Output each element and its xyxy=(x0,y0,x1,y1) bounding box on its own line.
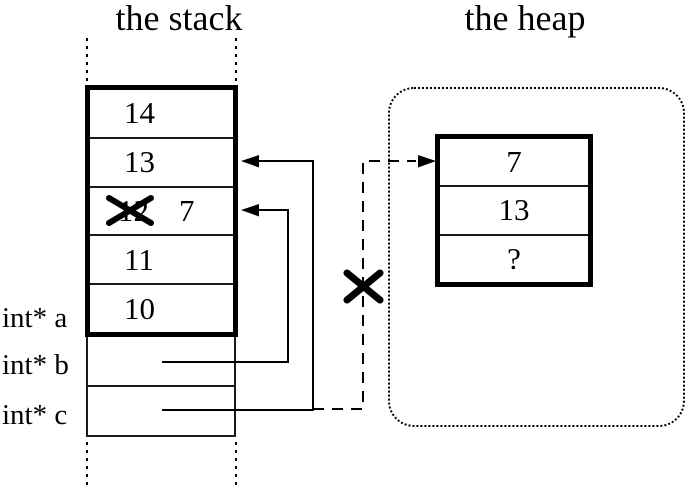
stack-cell-13: 13 xyxy=(90,139,233,188)
heap-title: the heap xyxy=(464,0,586,38)
stack-cell-value: 11 xyxy=(124,241,154,277)
stack-cell-14: 14 xyxy=(90,90,233,139)
stack-cell-value: 13 xyxy=(124,144,155,180)
heap-cell-value: 7 xyxy=(506,144,522,180)
stack-cell-value: 14 xyxy=(124,95,155,131)
stack-frame-box: 14 13 12 7 11 10 xyxy=(85,85,238,337)
stack-cell-pointer-b xyxy=(88,337,234,387)
stack-guide-top-left xyxy=(86,38,88,83)
label-int-ptr-b: int* b xyxy=(2,349,69,381)
left-arrowhead-icon xyxy=(241,155,259,168)
stack-cell-new-value: 7 xyxy=(179,192,195,228)
heap-object-box: 7 13 ? xyxy=(435,134,593,287)
label-int-ptr-a: int* a xyxy=(2,302,68,334)
stack-guide-top-right xyxy=(235,38,237,83)
left-arrowhead-icon xyxy=(241,204,259,217)
stack-guide-bottom-right xyxy=(235,442,237,487)
stack-cell-10: 10 xyxy=(90,285,233,332)
label-int-ptr-c: int* c xyxy=(2,399,68,431)
heap-cell-unknown: ? xyxy=(440,236,588,282)
stack-guide-bottom-left xyxy=(86,442,88,487)
stack-cell-overwritten: 12 7 xyxy=(90,188,233,237)
stack-cell-pointer-c xyxy=(88,387,234,435)
stack-pointer-cells xyxy=(86,337,236,437)
invalid-pointer-x-icon xyxy=(343,269,384,304)
heap-cell-13: 13 xyxy=(440,187,588,236)
stack-cell-11: 11 xyxy=(90,236,233,286)
heap-cell-value: 13 xyxy=(498,192,530,228)
stack-cell-value: 10 xyxy=(124,290,155,326)
stack-title: the stack xyxy=(115,0,243,38)
heap-cell-value: ? xyxy=(507,240,521,276)
heap-cell-7: 7 xyxy=(440,139,588,188)
stack-cell-old-value: 12 xyxy=(118,192,149,228)
